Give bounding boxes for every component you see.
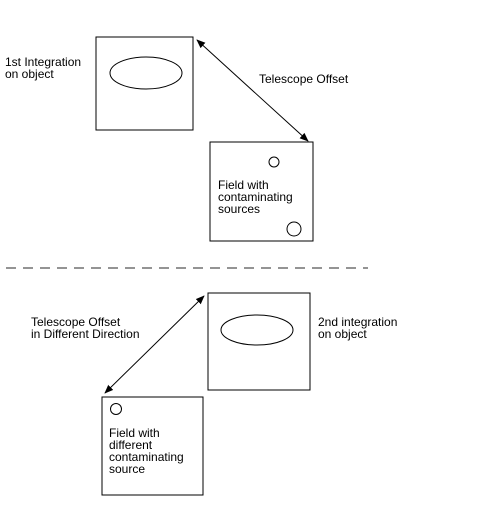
telescope-offset-different-arrow [104, 295, 205, 394]
second-integration-label: 2nd integration on object [318, 316, 397, 340]
first-integration-line-2: on object [5, 67, 54, 81]
contaminating-source-large [286, 221, 302, 237]
telescope-offset-arrow [196, 39, 309, 142]
different-field-line-4: source [109, 462, 146, 476]
different-field-frame [101, 396, 204, 496]
contaminating-source-small [268, 156, 280, 168]
telescope-offset-different-line-2: in Different Direction [31, 327, 140, 341]
contaminated-field-line-3: sources [218, 202, 261, 216]
second-integration-frame [207, 292, 311, 391]
first-integration-line-1: 1st Integration [5, 55, 82, 69]
object-ellipse-top [109, 56, 183, 90]
different-field-line-3: contaminating [109, 450, 184, 464]
telescope-offset-text: Telescope Offset [259, 72, 349, 86]
contaminated-field-frame [209, 141, 314, 242]
object-ellipse-bottom [220, 314, 294, 346]
second-integration-line-2: on object [318, 327, 367, 341]
contaminated-field-line-2: contaminating [218, 190, 293, 204]
different-contaminating-source [110, 403, 122, 415]
telescope-offset-label: Telescope Offset [259, 73, 348, 85]
first-integration-frame [95, 36, 194, 131]
different-field-line-1: Field with [109, 426, 160, 440]
telescope-offset-different-line-1: Telescope Offset [31, 315, 121, 329]
telescope-offset-different-label: Telescope Offset in Different Direction [31, 316, 140, 340]
first-integration-label: 1st Integration on object [5, 56, 81, 80]
second-integration-line-1: 2nd integration [318, 315, 398, 329]
different-field-label: Field with different contaminating sourc… [109, 427, 184, 475]
different-field-line-2: different [109, 438, 153, 452]
contaminated-field-label: Field with contaminating sources [218, 179, 293, 215]
contaminated-field-line-1: Field with [218, 178, 269, 192]
